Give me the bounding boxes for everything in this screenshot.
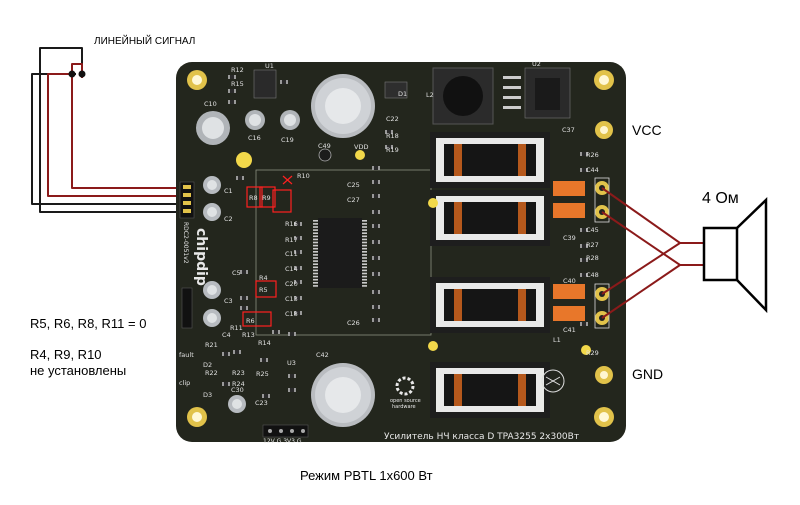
svg-text:C37: C37 [562, 126, 575, 134]
svg-text:C13: C13 [285, 295, 298, 303]
svg-text:U3: U3 [287, 359, 296, 367]
not-installed-note-line1: R4, R9, R10 [30, 347, 102, 362]
component-refs: U1 U2 U3 D1 L2 L1 C10 C16 C19 C49 VDD C2… [179, 60, 599, 407]
svg-text:L1: L1 [553, 336, 561, 344]
svg-text:R26: R26 [586, 151, 599, 159]
svg-text:C48: C48 [586, 271, 599, 279]
vcc-label: VCC [632, 122, 662, 138]
svg-text:D3: D3 [203, 391, 212, 399]
svg-text:R13: R13 [242, 331, 255, 339]
power-header [262, 424, 309, 438]
svg-text:C39: C39 [563, 234, 576, 242]
svg-text:C1: C1 [224, 187, 233, 195]
input-capacitors [203, 176, 246, 413]
electrolytic-capacitors [196, 74, 375, 427]
svg-text:C40: C40 [563, 277, 576, 285]
svg-text:C2: C2 [224, 215, 233, 223]
svg-text:C26: C26 [347, 319, 360, 327]
svg-text:D1: D1 [398, 90, 407, 98]
svg-text:C23: C23 [255, 399, 268, 407]
board-title: Усилитель НЧ класса D TPA3255 2x300Вт [384, 432, 579, 442]
svg-text:R9: R9 [262, 194, 271, 202]
osh-text-1: open source [390, 398, 421, 404]
mode-caption: Режим PBTL 1x600 Вт [300, 468, 433, 483]
output-inductors [430, 132, 550, 418]
svg-text:C22: C22 [386, 115, 399, 123]
svg-text:C19: C19 [281, 136, 294, 144]
svg-text:VDD: VDD [354, 143, 368, 151]
svg-text:R6: R6 [246, 317, 255, 325]
svg-text:C4: C4 [222, 331, 231, 339]
svg-text:L2: L2 [426, 91, 434, 99]
svg-text:R29: R29 [586, 349, 599, 357]
svg-text:U1: U1 [265, 62, 274, 70]
jumper-labels: 12V G 3V3 G [263, 438, 302, 445]
svg-text:C42: C42 [316, 351, 329, 359]
svg-text:R19: R19 [386, 146, 399, 154]
board-code: RDC2-0051v2 [182, 222, 189, 264]
line-signal-label: ЛИНЕЙНЫЙ СИГНАЛ [94, 36, 196, 47]
svg-text:C3: C3 [224, 297, 233, 305]
svg-text:C14: C14 [285, 265, 298, 273]
svg-text:C44: C44 [586, 166, 599, 174]
svg-text:C18: C18 [285, 310, 298, 318]
svg-text:C5: C5 [232, 269, 241, 277]
svg-text:C27: C27 [347, 196, 360, 204]
svg-text:R28: R28 [586, 254, 599, 262]
svg-text:C25: C25 [347, 181, 360, 189]
svg-text:R24: R24 [232, 380, 245, 388]
regulator-u1 [253, 69, 277, 99]
svg-text:R16: R16 [285, 220, 298, 228]
mascot-art [541, 369, 565, 393]
svg-text:R15: R15 [231, 80, 244, 88]
highlighted-resistors [242, 175, 293, 327]
open-source-hardware-logo [395, 376, 415, 396]
svg-text:clip: clip [179, 379, 190, 387]
mounting-holes [187, 70, 614, 427]
svg-text:U2: U2 [532, 60, 541, 68]
osh-text-2: hardware [392, 404, 416, 410]
svg-text:C45: C45 [586, 226, 599, 234]
gnd-label: GND [632, 366, 664, 382]
svg-text:R12: R12 [231, 66, 244, 74]
svg-text:fault: fault [179, 351, 194, 359]
svg-text:R17: R17 [285, 236, 298, 244]
svg-text:R23: R23 [232, 369, 245, 377]
svg-text:R22: R22 [205, 369, 218, 377]
speaker-wires [601, 187, 704, 319]
load-label: 4 Ом [702, 190, 739, 207]
svg-text:R14: R14 [258, 339, 271, 347]
input-wires [31, 47, 186, 213]
svg-text:C20: C20 [285, 280, 298, 288]
svg-text:C30: C30 [231, 386, 244, 394]
smd-components [222, 75, 588, 398]
svg-text:R18: R18 [386, 132, 399, 140]
speaker-icon [702, 197, 768, 314]
svg-text:C16: C16 [248, 134, 261, 142]
not-installed-note-line2: не установлены [30, 363, 127, 378]
inductor-l2 [432, 67, 494, 125]
amplifier-chip [313, 218, 367, 288]
svg-text:C10: C10 [204, 100, 217, 108]
svg-text:R10: R10 [297, 172, 310, 180]
svg-text:R11: R11 [230, 324, 243, 332]
svg-text:R5: R5 [259, 286, 268, 294]
brand-label: chipdip [193, 228, 209, 286]
output-capacitors [553, 181, 585, 321]
svg-text:R8: R8 [249, 194, 258, 202]
input-header [179, 181, 195, 219]
svg-text:C11: C11 [285, 250, 298, 258]
svg-text:R4: R4 [259, 274, 268, 282]
svg-text:R21: R21 [205, 341, 218, 349]
svg-text:R25: R25 [256, 370, 269, 378]
zero-resistors-note: R5, R6, R8, R11 = 0 [30, 316, 147, 331]
svg-text:C41: C41 [563, 326, 576, 334]
svg-text:D2: D2 [203, 361, 212, 369]
svg-text:C49: C49 [318, 142, 331, 150]
svg-text:R27: R27 [586, 241, 599, 249]
pcb-board: chipdip RDC2-0051v2 Усилитель НЧ класса … [176, 60, 626, 445]
